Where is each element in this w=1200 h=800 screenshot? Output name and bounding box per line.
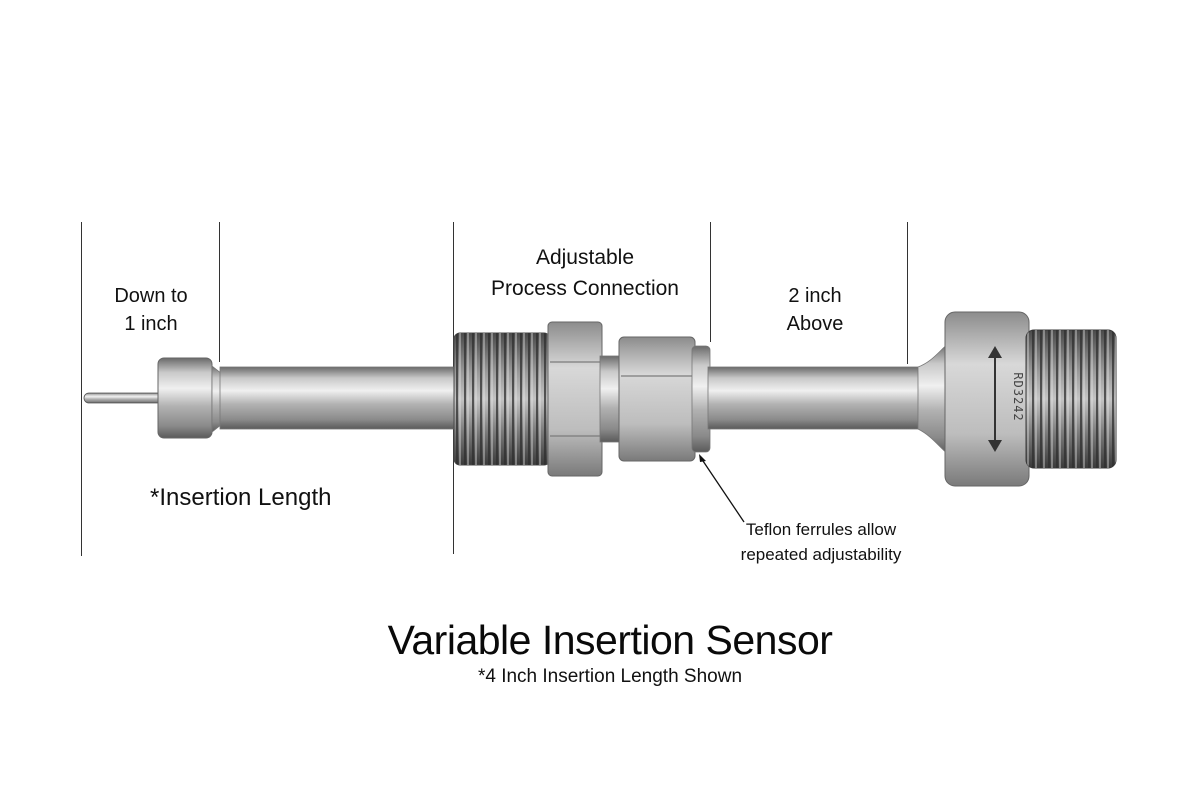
label-teflon-ferrules: Teflon ferrules allow repeated adjustabi… <box>716 517 926 567</box>
leader-arrow-icon <box>699 454 745 523</box>
label-adjustable-process-connection: Adjustable Process Connection <box>460 242 710 304</box>
double-arrow-icon <box>988 346 1002 452</box>
label-insertion-length: *Insertion Length <box>150 484 332 511</box>
part-marking: RD3242 <box>1011 372 1025 422</box>
label-teflon-line1: Teflon ferrules allow <box>745 520 897 539</box>
label-down-to-1-inch: Down to 1 inch <box>96 282 206 338</box>
dimension-line-left <box>81 222 82 556</box>
label-adjustable-line2: Process Connection <box>491 277 679 300</box>
label-adjustable-line1: Adjustable <box>535 246 635 269</box>
label-down-to-line2: 1 inch <box>124 313 178 335</box>
page-subtitle: *4 Inch Insertion Length Shown <box>477 666 743 687</box>
label-above-line2: Above <box>786 313 844 335</box>
dimension-line-1inch <box>219 222 220 362</box>
label-teflon-line2: repeated adjustability <box>740 545 902 564</box>
label-2-inch-above: 2 inch Above <box>760 282 870 338</box>
label-above-line1: 2 inch <box>788 285 842 307</box>
dimension-line-connection-right <box>710 222 711 342</box>
label-down-to-line1: Down to <box>114 285 188 307</box>
dimension-line-above <box>907 222 908 364</box>
page-title: Variable Insertion Sensor <box>387 617 833 663</box>
